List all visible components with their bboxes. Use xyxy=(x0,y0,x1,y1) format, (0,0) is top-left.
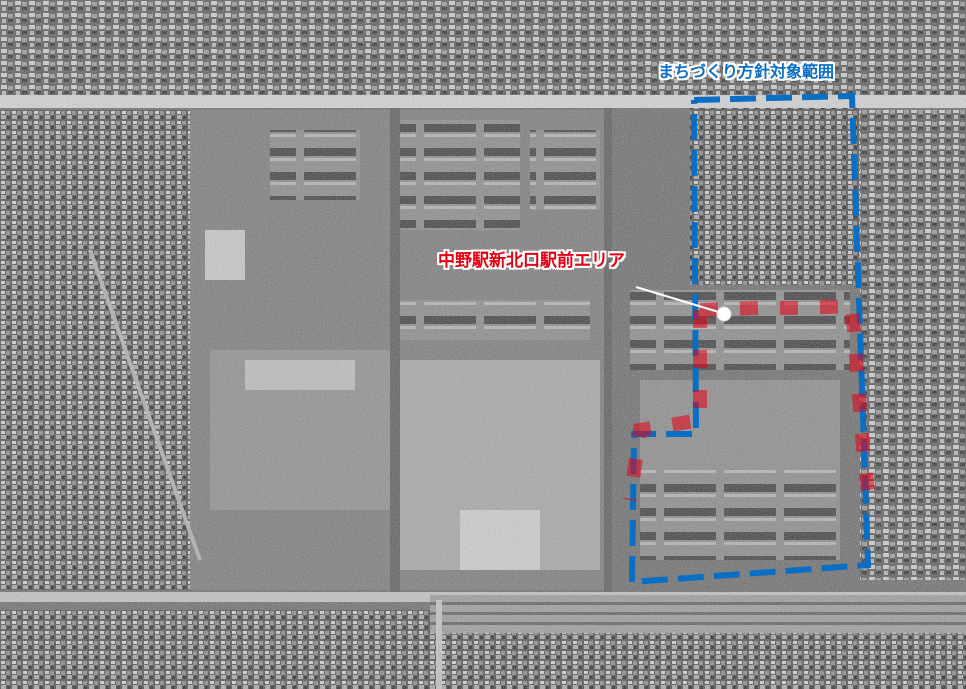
station-area-label: 中野駅新北口駅前エリア xyxy=(438,251,625,271)
plan-area-label: まちづくり方針対象範囲 xyxy=(658,62,835,81)
plan-boundary xyxy=(628,92,872,586)
callout-line xyxy=(635,286,723,314)
station-area-outline xyxy=(623,298,875,501)
location-pin-icon xyxy=(716,306,732,322)
